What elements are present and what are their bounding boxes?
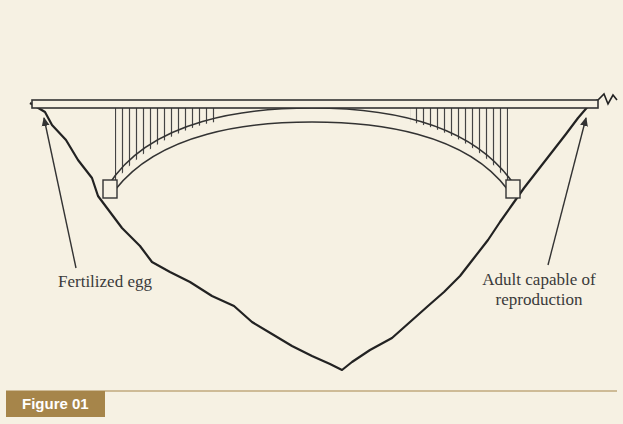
stage-label: Fertilized egg xyxy=(58,272,152,292)
figure-caption: Figure 01 xyxy=(6,391,105,417)
stage-label: Adult capable of reproduction xyxy=(478,270,600,310)
